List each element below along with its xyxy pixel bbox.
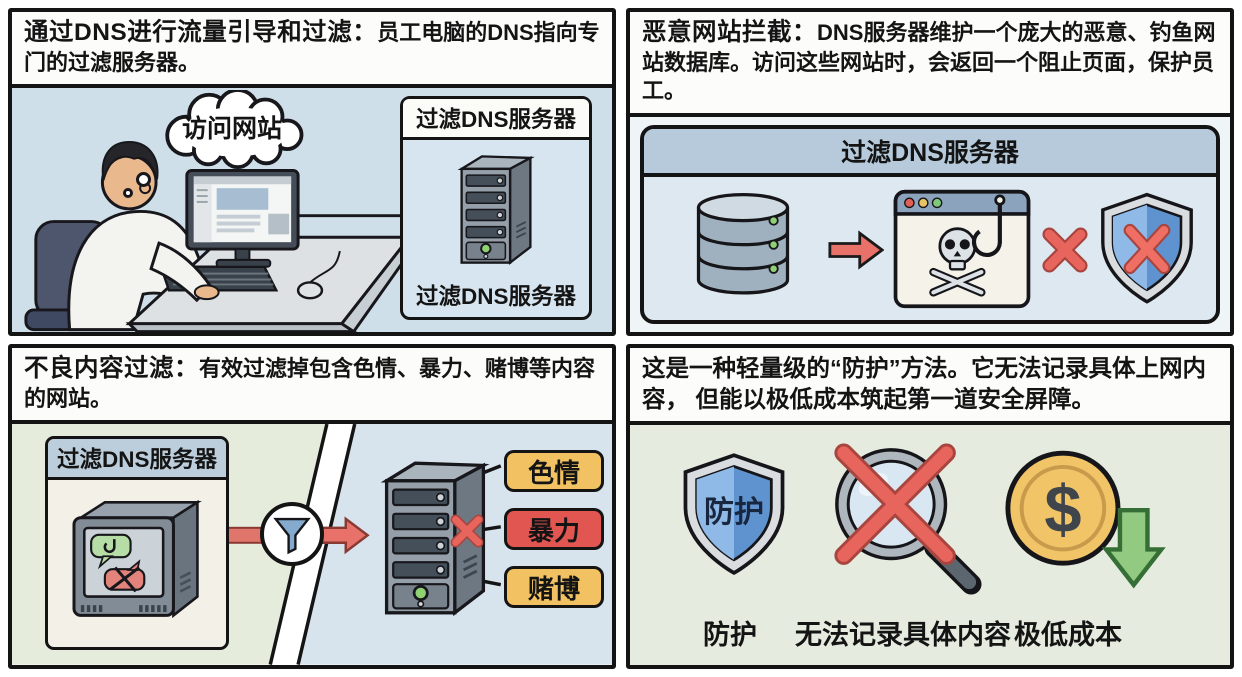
server-tower-icon xyxy=(457,155,535,266)
x-mark-icon xyxy=(1042,227,1088,273)
thought-tail-small xyxy=(123,188,133,199)
panel2-title: 恶意网站拦截：DNS服务器维护一个庞大的恶意、钓鱼网站数据库。访问这些网站时，会… xyxy=(630,12,1230,118)
label-low-cost: 极低成本 xyxy=(1014,620,1122,651)
panel-summary: 这是一种轻量级的“防护”方法。它无法记录具体上网内容， 但能以极低成本筑起第一道… xyxy=(626,344,1234,669)
panel3-title-rest: 有效过滤掉包含色情、暴力、赌博等内容的网站。 xyxy=(24,356,596,411)
panel3-title: 不良内容过滤：有效过滤掉包含色情、暴力、赌博等内容的网站。 xyxy=(12,348,612,425)
p2-box-header: 过滤DNS服务器 xyxy=(644,129,1216,178)
allowed-bubble-icon xyxy=(90,533,132,570)
office-scene-illustration xyxy=(24,141,413,332)
panel2-title-lead: 恶意网站拦截： xyxy=(642,19,817,46)
panel1-title-rest: 员工电脑的DNS指向专门的过滤服务器。 xyxy=(24,20,600,75)
down-arrow-icon xyxy=(1101,508,1166,589)
p3-box-header: 过滤DNS服务器 xyxy=(48,439,226,481)
x-mark-icon-2 xyxy=(450,514,484,548)
thought-tail-large xyxy=(136,172,151,188)
thought-cloud-icon xyxy=(165,90,304,170)
tag-gambling: 赌博 xyxy=(504,566,604,609)
arm xyxy=(149,241,220,303)
dollar-symbol: $ xyxy=(1044,473,1081,547)
blocked-bubble-icon xyxy=(103,559,146,593)
block-page-label: 阻止页面 xyxy=(1101,323,1193,324)
filter-funnel-badge xyxy=(260,502,324,567)
panel4-scene: 防护 $ 防护 无 xyxy=(630,425,1230,665)
shield-word: 防护 xyxy=(704,496,764,530)
filter-dns-server-box: 过滤DNS服务器 xyxy=(400,96,592,321)
database-label: 恶意网站数据库 xyxy=(662,323,823,324)
filter-dns-server-panel: 过滤DNS服务器 恶意网站数据库 xyxy=(640,125,1220,324)
panel-malicious-block: 恶意网站拦截：DNS服务器维护一个庞大的恶意、钓鱼网站数据库。访问这些网站时，会… xyxy=(626,8,1234,336)
panel-dns-redirect: 通过DNS进行流量引导和过滤：员工电脑的DNS指向专门的过滤服务器。 xyxy=(8,8,616,336)
thought-bubble: 访问网站 xyxy=(148,90,316,170)
tag-violence: 暴力 xyxy=(504,508,604,551)
employee-person xyxy=(67,141,217,332)
panel-content-filter: 不良内容过滤：有效过滤掉包含色情、暴力、赌博等内容的网站。 xyxy=(8,344,616,669)
panel3-title-lead: 不良内容过滤： xyxy=(24,355,199,382)
tag-porn: 色情 xyxy=(504,450,604,493)
mouse xyxy=(296,251,341,300)
panel2-scene: 过滤DNS服务器 恶意网站数据库 xyxy=(630,117,1230,332)
thought-bubble-text: 访问网站 xyxy=(181,115,282,144)
funnel-icon xyxy=(273,518,311,555)
phishing-label: 钓鱼网站.com xyxy=(889,323,1035,324)
protection-shield-icon xyxy=(683,453,785,576)
phishing-site-cell: 钓鱼网站.com xyxy=(889,189,1035,324)
panel3-scene: 过滤DNS服务器 xyxy=(12,424,612,665)
label-no-logging: 无法记录具体内容 xyxy=(795,620,1011,651)
database-cell: 恶意网站数据库 xyxy=(662,189,823,324)
label-protection: 防护 xyxy=(703,620,757,651)
content-monitor-icon xyxy=(72,499,202,619)
server-box-caption: 过滤DNS服务器 xyxy=(415,284,576,310)
panel1-scene: 访问网站 过滤DNS服务器 xyxy=(12,88,612,332)
block-shield-icon xyxy=(1101,192,1193,304)
no-logging-magnifier-icon xyxy=(834,443,982,595)
fishing-hook-icon xyxy=(971,194,1005,258)
server-box-header: 过滤DNS服务器 xyxy=(403,99,589,141)
phishing-browser-icon xyxy=(893,189,1030,309)
filter-dns-server-box-2: 过滤DNS服务器 xyxy=(45,436,229,651)
panel1-title: 通过DNS进行流量引导和过滤：员工电脑的DNS指向专门的过滤服务器。 xyxy=(12,12,612,89)
panel1-title-lead: 通过DNS进行流量引导和过滤： xyxy=(24,19,378,46)
block-page-cell: 阻止页面 xyxy=(1096,189,1198,324)
arrow-right-icon xyxy=(828,230,884,270)
panel4-title-text: 这是一种轻量级的“防护”方法。它无法记录具体上网内容， 但能以极低成本筑起第一道… xyxy=(642,355,1206,412)
low-cost-coin-icon: $ xyxy=(1005,450,1166,589)
vent-strip xyxy=(80,605,167,612)
panel2-title-rest: DNS服务器维护一个庞大的恶意、钓鱼网站数据库。访问这些网站时，会返回一个阻止页… xyxy=(642,20,1216,104)
database-icon xyxy=(696,193,789,295)
panel4-title: 这是一种轻量级的“防护”方法。它无法记录具体上网内容， 但能以极低成本筑起第一道… xyxy=(630,348,1230,426)
monitor xyxy=(185,169,300,269)
